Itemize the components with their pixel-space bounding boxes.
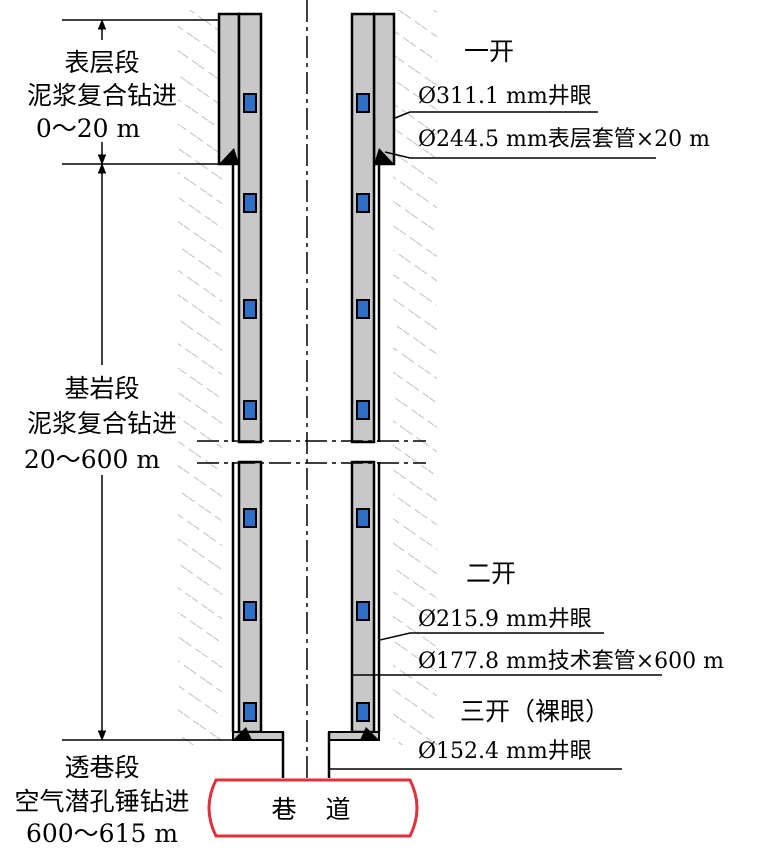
centralizer-right-7	[356, 702, 370, 722]
leader-first-hole	[394, 111, 598, 119]
leader-second-hole	[379, 632, 604, 641]
depth-dimensions	[62, 18, 232, 742]
surface-section-name: 表层段	[64, 48, 139, 77]
stage-third-title: 三开（裸眼）	[460, 697, 610, 726]
leader-first-casing	[384, 151, 656, 159]
tunnel-outline	[207, 778, 419, 838]
breakthrough-section-method: 空气潜孔锤钻进	[14, 787, 189, 816]
centralizer-left-5	[243, 508, 257, 528]
stage-second-hole: Ø215.9 mm井眼	[418, 607, 592, 632]
stage-second-title: 二开	[466, 559, 516, 588]
surface-casing	[217, 12, 396, 166]
stage-first-casing: Ø244.5 mm表层套管×20 m	[418, 127, 710, 152]
casing-shoe-left	[219, 148, 239, 164]
stage-second-casing: Ø177.8 mm技术套管×600 m	[418, 649, 724, 674]
stage-first-title: 一开	[464, 37, 514, 66]
formation-hatching	[178, 10, 437, 745]
section-labels: 表层段 泥浆复合钻进 0～20 m 基岩段 泥浆复合钻进 20～600 m 透巷…	[14, 48, 189, 848]
centralizer-left-2	[243, 193, 257, 213]
stage-second-callouts: 二开 Ø215.9 mm井眼 Ø177.8 mm技术套管×600 m	[353, 559, 724, 676]
stage-third-callouts: 三开（裸眼） Ø152.4 mm井眼	[330, 697, 622, 770]
centralizer-right-6	[356, 601, 370, 621]
centralizer-left-1	[243, 93, 257, 113]
breakthrough-section-range: 600～615 m	[26, 819, 178, 848]
tech-casing-right-upper	[350, 12, 376, 444]
centralizer-left-7	[243, 702, 257, 722]
break-lines	[197, 440, 426, 464]
stage-third-hole: Ø152.4 mm井眼	[418, 739, 592, 764]
tech-shoe-tip-left	[233, 727, 252, 740]
bedrock-section-name: 基岩段	[64, 374, 139, 403]
tech-shoe-tip-right	[360, 727, 379, 740]
centralizer-left-6	[243, 601, 257, 621]
tunnel: 巷 道	[207, 778, 419, 838]
surface-section-range: 0～20 m	[36, 114, 141, 143]
breakthrough-section-name: 透巷段	[64, 753, 139, 782]
stage-first-callouts: 一开 Ø311.1 mm井眼 Ø244.5 mm表层套管×20 m	[384, 37, 710, 159]
centralizer-right-1	[356, 93, 370, 113]
surface-casing-left	[217, 12, 241, 166]
tech-casing-left-upper	[237, 12, 263, 444]
tunnel-label: 巷 道	[271, 795, 352, 824]
surface-casing-right	[372, 12, 396, 166]
bedrock-section-range: 20～600 m	[24, 445, 160, 474]
open-hole	[281, 732, 331, 778]
stage-first-hole: Ø311.1 mm井眼	[418, 84, 592, 109]
centralizer-left-3	[243, 299, 257, 319]
centralizer-left-4	[243, 400, 257, 420]
centralizers	[243, 93, 370, 722]
formation-right	[393, 10, 437, 745]
surface-section-method: 泥浆复合钻进	[27, 81, 177, 110]
centralizer-right-4	[356, 400, 370, 420]
casing-shoe-right	[374, 148, 394, 164]
technical-casing	[231, 12, 381, 741]
centralizer-right-3	[356, 299, 370, 319]
centralizer-right-5	[356, 508, 370, 528]
centralizer-right-2	[356, 193, 370, 213]
tech-casing-right-lower	[350, 460, 376, 734]
tech-casing-left-lower	[237, 460, 263, 734]
bedrock-section-method: 泥浆复合钻进	[27, 409, 177, 438]
formation-left	[178, 10, 222, 745]
